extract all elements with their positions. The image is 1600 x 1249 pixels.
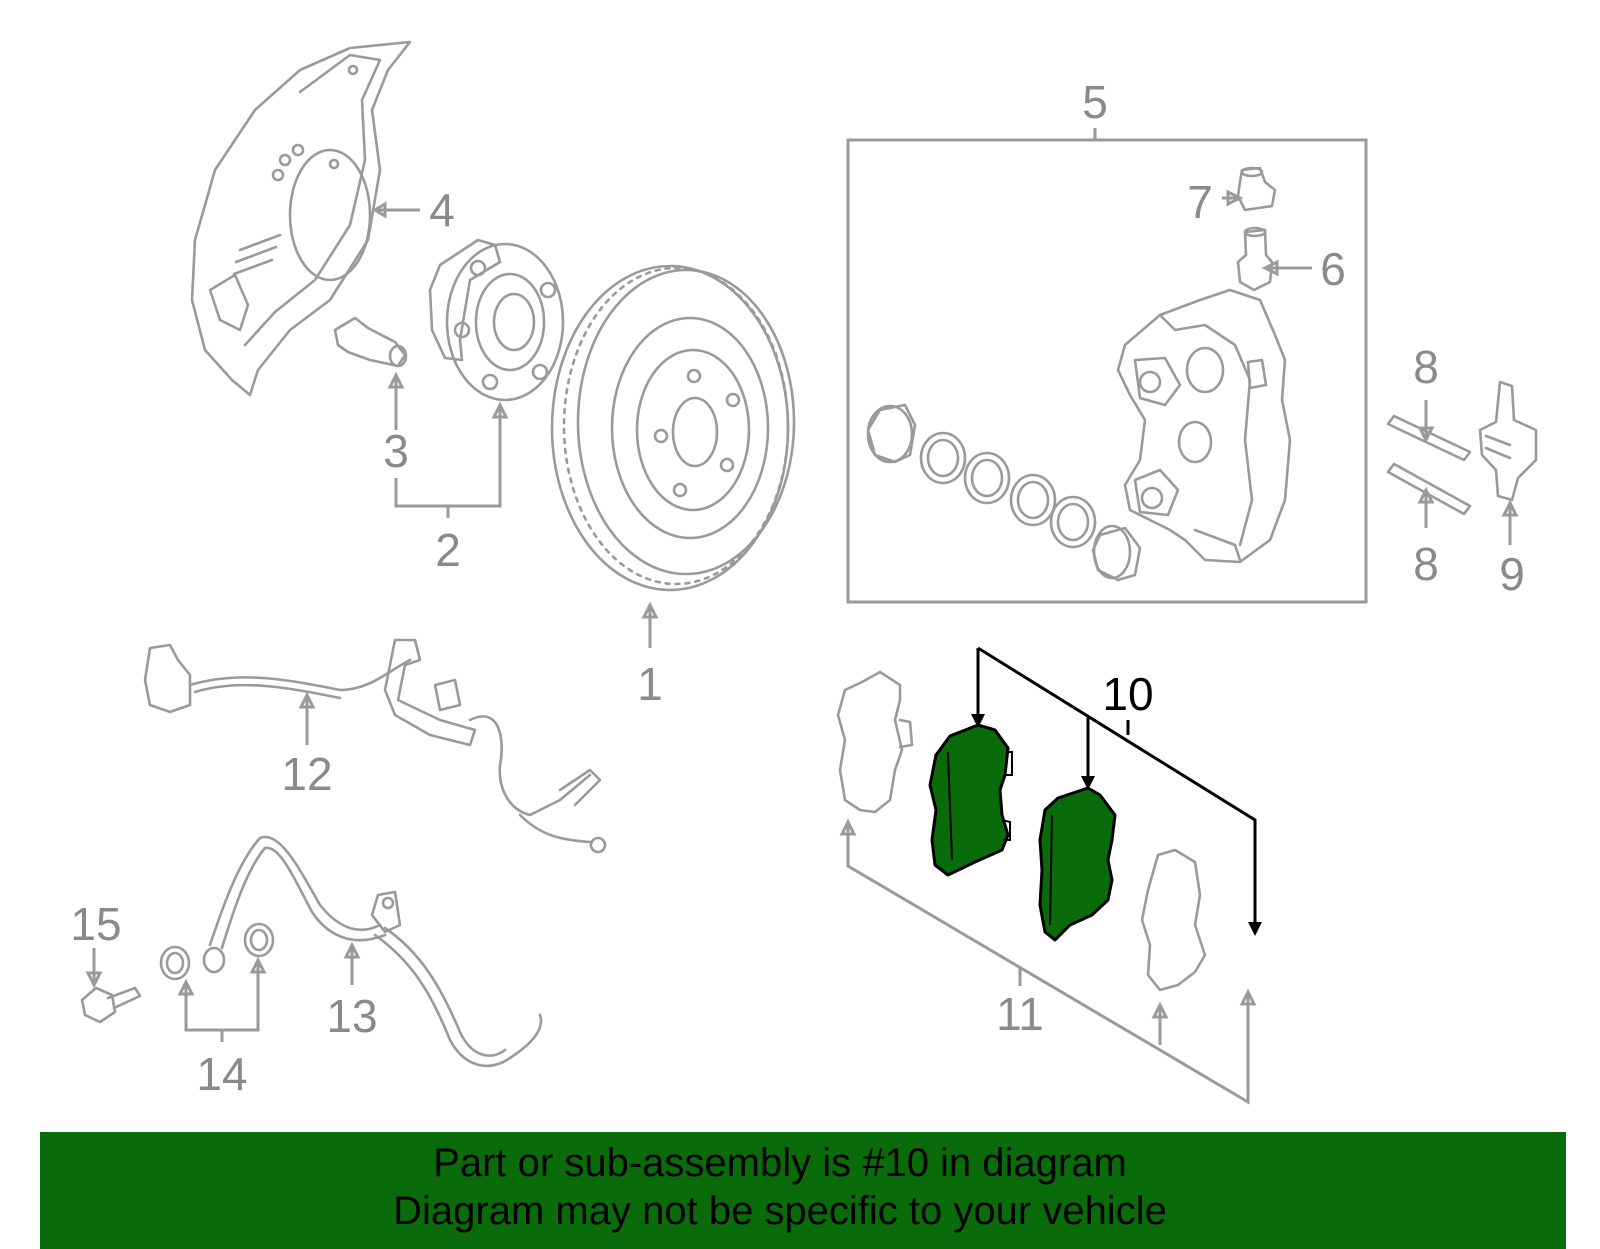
copper-washers-part-14 (159, 922, 275, 981)
guide-pins-part-8 (1386, 414, 1472, 516)
banner-vehicle-disclaimer: Diagram may not be specific to your vehi… (393, 1189, 1167, 1233)
callout-4: 4 (429, 184, 455, 236)
callout-12: 12 (281, 748, 332, 800)
info-banner: Part or sub-assembly is #10 in diagram D… (40, 1132, 1566, 1249)
callout-7: 7 (1187, 176, 1213, 228)
callout-10: 10 (1102, 668, 1153, 720)
bleeder-cap-part-7 (1236, 166, 1277, 212)
banner-part-note: Part or sub-assembly is #10 in diagram (433, 1141, 1127, 1185)
banjo-bolt-part-15 (80, 986, 142, 1024)
callout-3: 3 (383, 425, 409, 477)
callout-5: 5 (1082, 76, 1108, 128)
callout-2: 2 (435, 524, 461, 576)
pad-shim-right-part-11 (1140, 848, 1207, 992)
bleeder-screw-part-6 (1236, 226, 1274, 292)
caliper-assembly-box-part-5 (846, 138, 1368, 604)
wheel-stud-part-3 (333, 316, 408, 368)
callout-9: 9 (1499, 548, 1525, 600)
brake-hose-part-13 (202, 835, 543, 1068)
abs-sensor-part-12 (143, 638, 607, 854)
dust-shield-part-4 (190, 40, 412, 397)
brake-rotor-part-1 (550, 264, 796, 592)
caliper-body (1116, 288, 1292, 564)
leader-lines-part-10 (971, 646, 1262, 936)
brake-pad-right-part-10 (1038, 786, 1117, 942)
callout-8-top: 8 (1413, 341, 1439, 393)
callout-1: 1 (637, 658, 663, 710)
anti-rattle-clip-part-9 (1478, 380, 1538, 502)
callout-8-bottom: 8 (1413, 538, 1439, 590)
piston-seals (866, 403, 1142, 582)
callout-11: 11 (996, 988, 1044, 1040)
callout-14: 14 (196, 1048, 247, 1100)
leader-lines (85, 128, 1519, 1105)
callout-15: 15 (70, 898, 121, 950)
hub-bearing-part-2 (428, 238, 565, 402)
brake-pad-left-part-10 (928, 723, 1013, 877)
callout-6: 6 (1320, 243, 1346, 295)
pad-shim-left-part-11 (836, 670, 914, 814)
callout-13: 13 (326, 990, 377, 1042)
